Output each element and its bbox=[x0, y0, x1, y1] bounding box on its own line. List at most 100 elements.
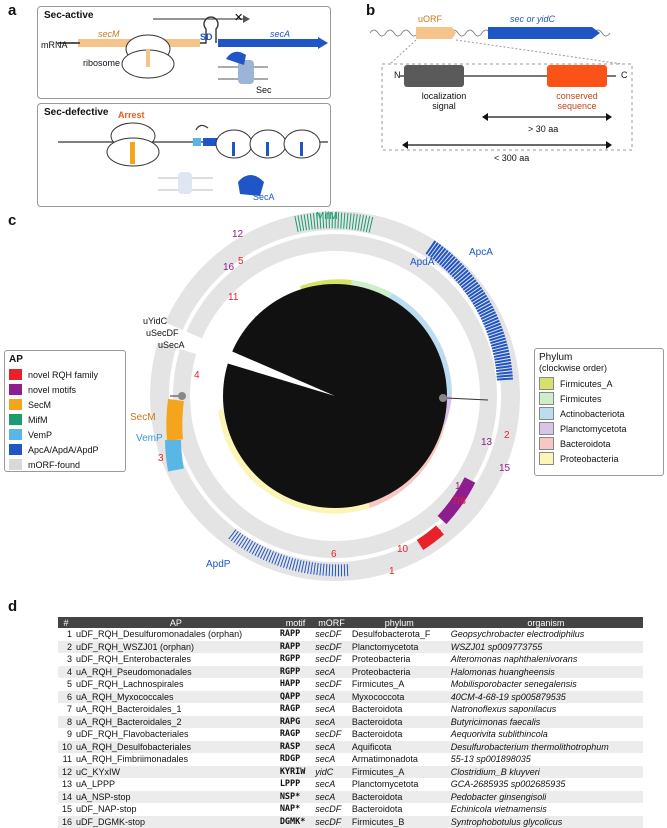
organism-cell: WSZJ01 sp009773755 bbox=[449, 641, 643, 654]
tree-number-13: 13 bbox=[481, 437, 492, 448]
vemp-arc bbox=[173, 440, 176, 470]
motif-cell: RGPP bbox=[278, 653, 313, 666]
motif-cell: RAPG bbox=[278, 716, 313, 729]
tree-number-5: 5 bbox=[238, 256, 244, 267]
col-header-num: # bbox=[58, 617, 74, 628]
motif-cell: RDGP bbox=[278, 753, 313, 766]
organism-cell: Halomonas huangheensis bbox=[449, 666, 643, 679]
phylum-cell: Planctomycetota bbox=[350, 778, 449, 791]
ap-legend-item: novel RQH family bbox=[5, 367, 125, 382]
organism-cell: Echinicola vietnamensis bbox=[449, 803, 643, 816]
phylum-legend-item: Proteobacteria bbox=[535, 451, 663, 466]
morf-cell: secA bbox=[313, 741, 350, 754]
motif-cell: RGPP bbox=[278, 666, 313, 679]
tree-number-3: 3 bbox=[158, 453, 164, 464]
ap-name-cell: uA_LPPP bbox=[74, 778, 278, 791]
row-number-cell: 3 bbox=[58, 653, 74, 666]
row-number-cell: 12 bbox=[58, 766, 74, 779]
tree-number-11: 11 bbox=[228, 292, 238, 303]
phylum-cell: Firmicutes_B bbox=[350, 816, 449, 828]
panel-label-d: d bbox=[8, 598, 17, 615]
tree-number-12: 12 bbox=[232, 229, 243, 240]
organism-cell: Aequorivita sublithincola bbox=[449, 728, 643, 741]
useca-label: uSecA bbox=[158, 340, 185, 350]
ap-legend: AP novel RQH family novel motifs SecM Mi… bbox=[4, 350, 126, 472]
motif-cell: RASP bbox=[278, 741, 313, 754]
morf-cell: secDF bbox=[313, 653, 350, 666]
ap-legend-item: SecM bbox=[5, 397, 125, 412]
motif-cell: RAGP bbox=[278, 703, 313, 716]
motif-cell: DGMK* bbox=[278, 816, 313, 828]
ap-name-cell: uDF_RQH_Lachnospirales bbox=[74, 678, 278, 691]
phylum-legend-item: Firmicutes bbox=[535, 391, 663, 406]
legend-swatch bbox=[539, 437, 554, 450]
legend-swatch bbox=[539, 422, 554, 435]
ap-legend-item: VemP bbox=[5, 427, 125, 442]
morf-cell: yidC bbox=[313, 766, 350, 779]
legend-swatch bbox=[9, 399, 22, 410]
col-header-phylum: phylum bbox=[350, 617, 449, 628]
phylum-cell: Armatimonadota bbox=[350, 753, 449, 766]
col-header-organism: organism bbox=[449, 617, 643, 628]
motif-cell: QAPP bbox=[278, 691, 313, 704]
ap-legend-item: ApcA/ApdA/ApdP bbox=[5, 442, 125, 457]
motif-cell: RAPP bbox=[278, 628, 313, 641]
legend-swatch bbox=[9, 459, 22, 470]
motif-cell: NSP* bbox=[278, 791, 313, 804]
morf-cell: secA bbox=[313, 716, 350, 729]
row-number-cell: 15 bbox=[58, 803, 74, 816]
tree-number-4: 4 bbox=[194, 370, 200, 381]
ap-name-cell: uA_RQH_Bacteroidales_2 bbox=[74, 716, 278, 729]
secm-arc bbox=[174, 400, 176, 440]
organism-cell: 40CM-4-68-19 sp005879535 bbox=[449, 691, 643, 704]
organism-cell: Clostridium_B kluyveri bbox=[449, 766, 643, 779]
row-number-cell: 6 bbox=[58, 691, 74, 704]
phylum-legend-subtitle: (clockwise order) bbox=[539, 363, 663, 373]
organism-cell: Geopsychrobacter electrodiphilus bbox=[449, 628, 643, 641]
tree-number-9: 9 bbox=[436, 528, 442, 539]
legend-swatch bbox=[539, 377, 554, 390]
morf-cell: secA bbox=[313, 778, 350, 791]
phylum-cell: Bacteroidota bbox=[350, 703, 449, 716]
col-header-morf: mORF bbox=[313, 617, 350, 628]
tree-number-7-8: 7/8 bbox=[452, 496, 466, 507]
tree-number-6: 6 bbox=[331, 549, 337, 560]
phylum-legend-item: Bacteroidota bbox=[535, 436, 663, 451]
organism-cell: Desulfurobacterium thermolithotrophum bbox=[449, 741, 643, 754]
organism-cell: 55-13 sp001898035 bbox=[449, 753, 643, 766]
vemp-label: VemP bbox=[136, 433, 163, 444]
tree-number-1: 1 bbox=[389, 566, 395, 577]
ap-name-cell: uC_KYxIW bbox=[74, 766, 278, 779]
apdp-label: ApdP bbox=[206, 559, 230, 570]
ap-name-cell: uDF_RQH_Flavobacteriales bbox=[74, 728, 278, 741]
motif-cell: KYRIW bbox=[278, 766, 313, 779]
col-header-motif: motif bbox=[278, 617, 313, 628]
legend-swatch bbox=[9, 444, 22, 455]
morf-cell: secDF bbox=[313, 628, 350, 641]
ap-name-cell: uDF_RQH_Desulfuromonadales (orphan) bbox=[74, 628, 278, 641]
legend-swatch bbox=[9, 384, 22, 395]
ap-legend-item: mORF-found bbox=[5, 457, 125, 472]
morf-cell: secA bbox=[313, 791, 350, 804]
ap-name-cell: uA_RQH_Bacteroidales_1 bbox=[74, 703, 278, 716]
tree-number-10: 10 bbox=[397, 544, 408, 555]
row-number-cell: 4 bbox=[58, 666, 74, 679]
table-header-row: # AP motif mORF phylum organism bbox=[58, 617, 643, 628]
morf-cell: secA bbox=[313, 703, 350, 716]
secm-label: SecM bbox=[130, 412, 156, 423]
ap-name-cell: uDF_RQH_WSZJ01 (orphan) bbox=[74, 641, 278, 654]
morf-cell: secA bbox=[313, 666, 350, 679]
legend-swatch bbox=[539, 392, 554, 405]
legend-swatch bbox=[9, 429, 22, 440]
morf-cell: secDF bbox=[313, 678, 350, 691]
morf-cell: secDF bbox=[313, 803, 350, 816]
row-number-cell: 13 bbox=[58, 778, 74, 791]
organism-cell: Natronoflexus saponilacus bbox=[449, 703, 643, 716]
